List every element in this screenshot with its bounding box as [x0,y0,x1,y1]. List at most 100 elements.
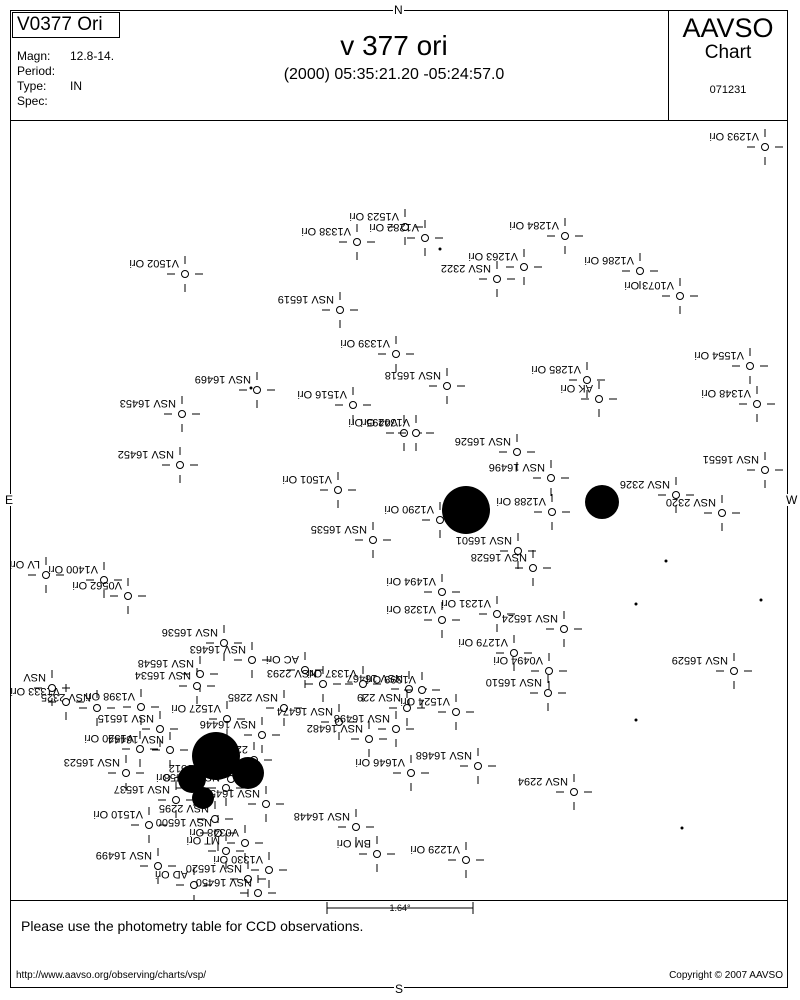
star-circle [258,731,266,739]
footer-divider [10,900,788,901]
star-circle [676,292,684,300]
star-marker: NSV 16528 [471,550,551,586]
star-circle [438,616,446,624]
star-marker: NSV 16444 [108,732,188,768]
star-marker: V0348 Ori [189,825,263,861]
star-label: NSV 16498 [334,712,390,724]
direction-west: W [785,493,799,507]
star-circle [583,376,591,384]
star-marker: NSV 16501 [456,533,536,569]
star-marker: NSV 16524 [502,611,582,647]
star-circle [392,725,400,733]
star-label: NSV 2294 [518,775,568,787]
star-circle [241,839,249,847]
star-marker: V1263 Ori [468,249,542,285]
star-marker: BM Ori [337,836,395,872]
star-marker: NSV 16534 [135,668,215,704]
bright-star [192,732,240,780]
star-marker: NSV [23,670,70,706]
star-label: MT Ori [187,834,220,846]
star-label: NSV 16452 [118,448,174,460]
star-circle [352,823,360,831]
star-circle [761,143,769,151]
star-label: NSV 16520 [186,862,242,874]
star-circle [474,762,482,770]
star-label: NSV 2285 [228,691,278,703]
star-label: NSV 16510 [486,676,542,688]
star-circle [443,382,451,390]
field-star [438,247,442,251]
star-label: NSV 16446 [200,718,256,730]
scale-label: 1.64° [389,903,411,913]
meta-label: Type: [17,79,47,93]
star-label: NSV 16474 [277,705,333,717]
star-marker: V1342 Ori [360,415,434,451]
star-label: NSV 16500 [156,816,212,828]
star-marker: NSV 16500 [156,815,236,851]
star-circle [373,850,381,858]
star-marker: MT Ori [187,833,244,869]
star-label: V1231 Ori [441,597,491,609]
star-label: AD Ori [155,868,188,880]
star-circle [514,547,522,555]
star-marker: V1523 Ori [349,209,423,245]
bright-star [232,757,264,789]
source-url: http://www.aavso.org/observing/charts/vs… [16,970,207,981]
star-marker: V1502 Ori [129,256,203,292]
star-label: V1285 Ori [531,363,581,375]
star-marker: NSV 16499 [96,848,176,884]
star-label: NSV 229 [357,691,401,703]
star-circle [672,491,680,499]
star-label: NSV 16534 [135,669,191,681]
star-circle [544,689,552,697]
star-label: V1646 Ori [355,756,405,768]
star-marker: NSV 2325 [41,690,115,726]
star-marker: NSV 16469 [195,372,275,408]
star-circle [493,610,501,618]
bright-star [442,486,490,534]
star-marker: NSV 16482 [307,721,387,757]
star-marker: V1520 Ori [84,731,158,767]
star-circle [761,466,769,474]
star-marker: LV Ori [11,557,64,593]
star-label: AK Ori [561,382,593,394]
org-name: AAVSO [682,13,774,43]
field-star [634,718,638,722]
star-label: V1339 Ori [340,337,390,349]
star-marker: V1399 Ori [366,672,440,708]
star-circle [122,769,130,777]
star-label: V1524 Ori [400,695,450,707]
star-circle [560,625,568,633]
star-label: V1288 Ori [496,495,546,507]
star-circle [547,474,555,482]
field-star [634,602,638,606]
star-label: V1286 Ori [584,254,634,266]
star-label: NSV 2293 [267,667,317,679]
star-label: NSV 16450 [196,876,252,888]
star-marker: NSV 16518 [385,368,465,404]
copyright: Copyright © 2007 AAVSO [669,970,783,981]
star-marker: NSV 16523 [64,755,144,791]
star-marker: V1501 Ori [282,472,356,508]
star-label: NSV 16469 [195,373,251,385]
star-label: NSV 2326 [620,478,670,490]
meta-spectral: Spec: [17,94,48,108]
meta-label: Magn: [17,49,51,63]
star-label: V1398 Ori [85,690,135,702]
star-circle [359,680,367,688]
star-marker: V1288 Ori [496,494,570,530]
star-marker: V1284 Ori [509,218,583,254]
star-circle [462,856,470,864]
star-circle [254,889,262,897]
star-id-box: V0377 Ori [12,12,120,38]
star-marker: V1339 Ori [340,336,414,372]
star-marker: V1400 Ori [48,562,122,598]
star-marker: AC Ori [266,652,323,688]
chart-label: Chart [704,42,752,63]
star-label: V1523 Ori [349,210,399,222]
field-star [680,826,684,830]
star-marker: NSV 16526 [455,434,535,470]
star-circle [334,486,342,494]
